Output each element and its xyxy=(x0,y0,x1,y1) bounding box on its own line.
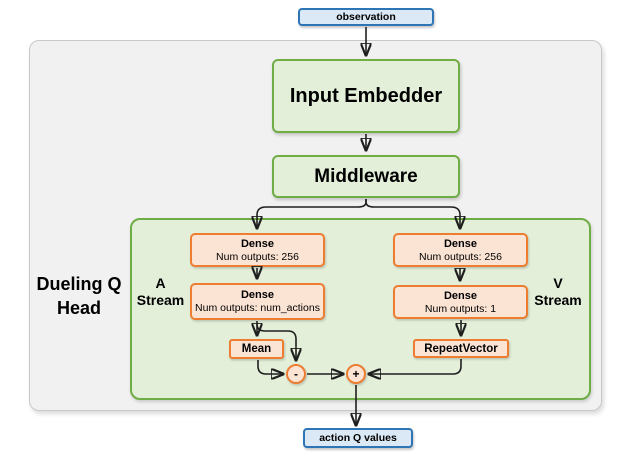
middleware-node: Middleware xyxy=(272,155,460,198)
a-dense-1-node: Dense Num outputs: 256 xyxy=(190,233,325,267)
a-stream-label: A Stream xyxy=(133,275,188,309)
v-stream-label-line2: Stream xyxy=(534,292,582,308)
v-dense-2-node: Dense Num outputs: 1 xyxy=(393,285,528,319)
input-embedder-node: Input Embedder xyxy=(272,59,460,133)
v-dense-1-node: Dense Num outputs: 256 xyxy=(393,233,528,267)
a-stream-label-line2: Stream xyxy=(136,292,185,308)
add-op-node: + xyxy=(346,364,366,384)
mean-node: Mean xyxy=(229,339,284,359)
dueling-q-head-label: Dueling Q Head xyxy=(24,272,134,320)
v-dense-1-subtitle: Num outputs: 256 xyxy=(419,250,502,263)
a-stream-label-line1: A xyxy=(155,275,166,291)
v-stream-label-line1: V xyxy=(553,275,563,291)
a-dense-2-subtitle: Num outputs: num_actions xyxy=(195,302,320,314)
v-stream-label: V Stream xyxy=(530,275,586,309)
observation-node: observation xyxy=(298,8,434,26)
dueling-q-head-label-line1: Dueling Q xyxy=(36,274,122,294)
a-dense-2-node: Dense Num outputs: num_actions xyxy=(190,283,325,320)
repeat-vector-node: RepeatVector xyxy=(413,339,509,358)
a-dense-1-subtitle: Num outputs: 256 xyxy=(216,250,299,263)
v-dense-1-title: Dense xyxy=(443,237,478,250)
a-dense-2-title: Dense xyxy=(240,289,275,301)
a-dense-1-title: Dense xyxy=(240,237,275,250)
v-dense-2-subtitle: Num outputs: 1 xyxy=(424,302,497,315)
subtract-op-node: - xyxy=(286,364,306,384)
action-q-values-node: action Q values xyxy=(303,428,413,448)
dueling-q-head-label-line2: Head xyxy=(56,298,101,318)
v-dense-2-title: Dense xyxy=(443,289,478,302)
